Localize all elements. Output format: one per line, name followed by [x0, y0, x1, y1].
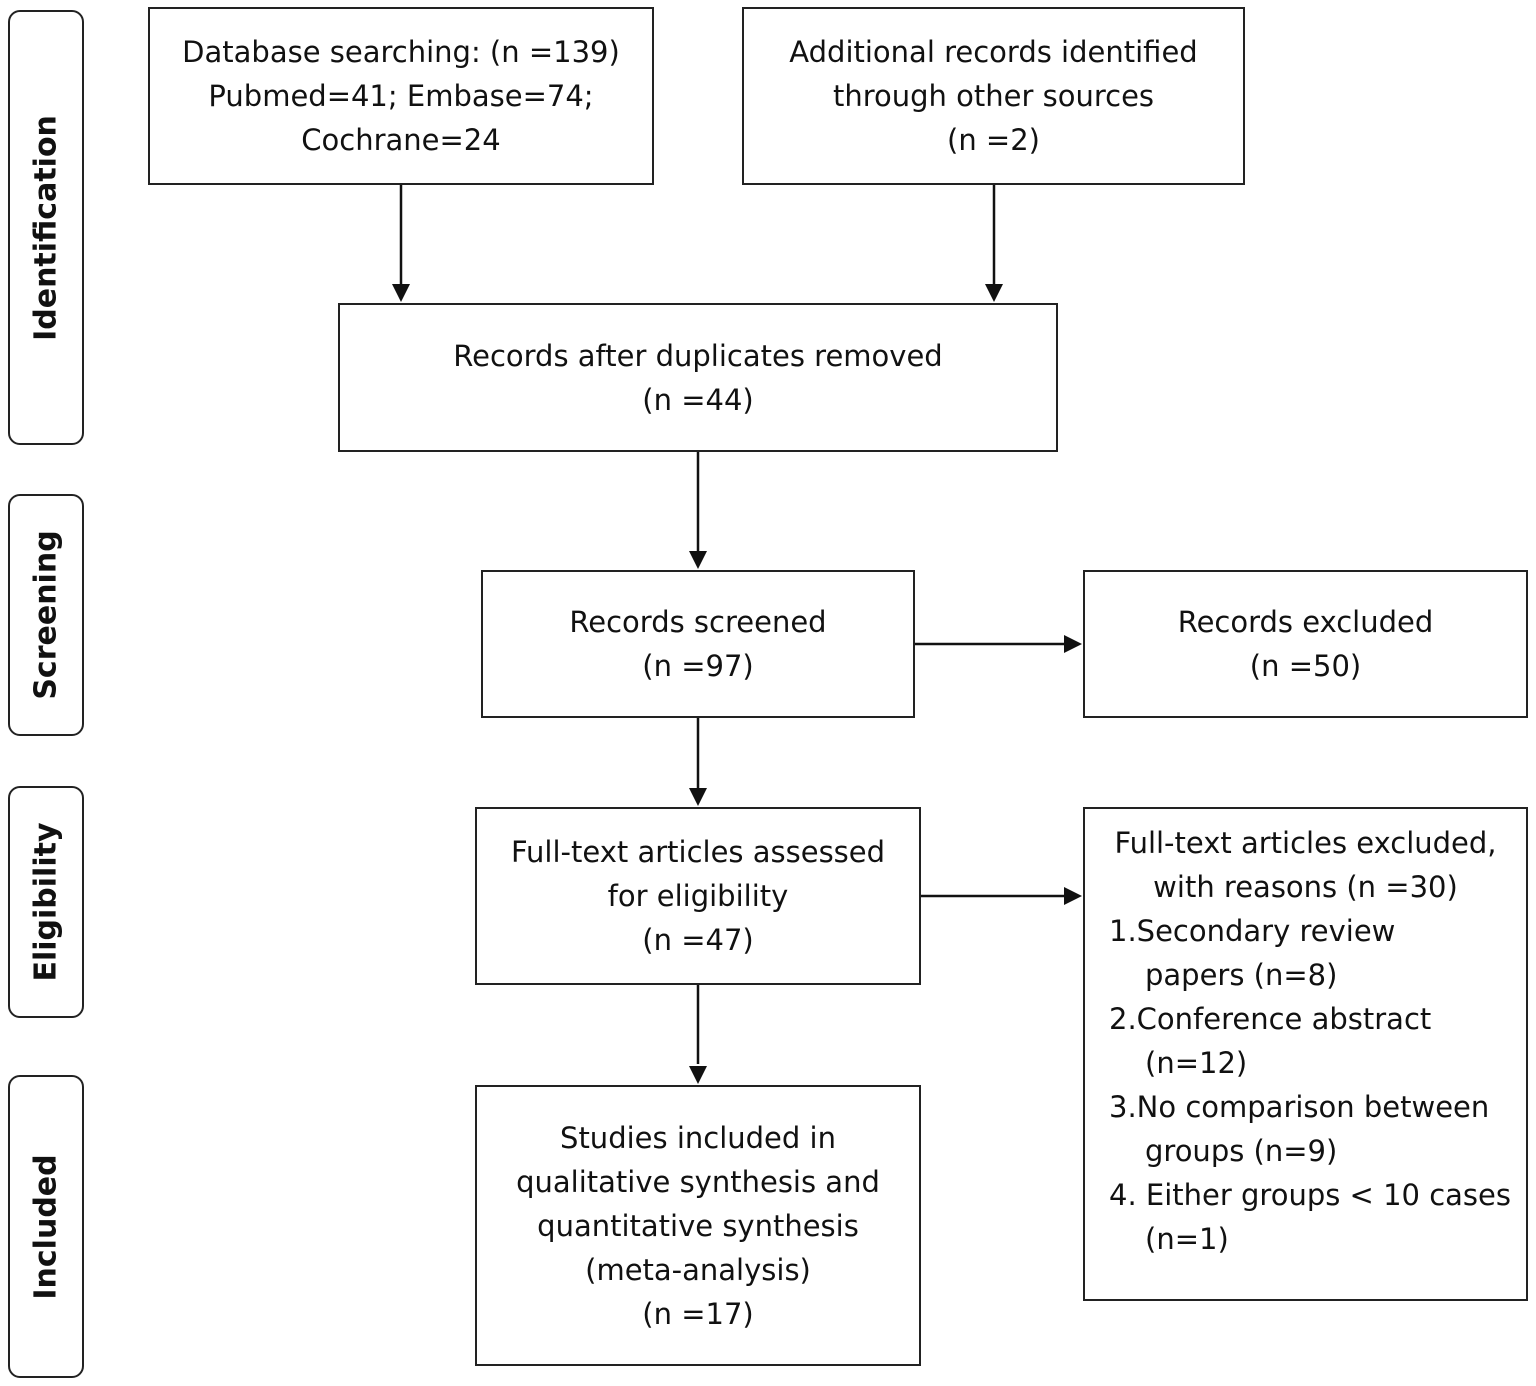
records-screened-line-2: (n =97) [642, 649, 754, 683]
records-excluded-line-1: Records excluded [1177, 605, 1434, 639]
arrowhead-included [689, 1066, 707, 1084]
stage-included: Included [8, 1075, 84, 1378]
studies-included-box: Studies included in qualitative synthesi… [475, 1085, 921, 1366]
stage-screening: Screening [8, 494, 84, 736]
studies-included-line-5: (n =17) [642, 1296, 754, 1331]
stage-eligibility: Eligibility [8, 786, 84, 1018]
records-screened-box: Records screened (n =97) [481, 570, 915, 718]
duplicates-removed-line-2: (n =44) [642, 382, 754, 417]
additional-records-box: Additional records identified through ot… [742, 7, 1245, 185]
arrowhead-excluded [1064, 635, 1082, 653]
database-search-line-3: Cochrane=24 [301, 123, 501, 157]
records-excluded-box: Records excluded (n =50) [1083, 570, 1528, 718]
fulltext-assessed-box: Full-text articles assessed for eligibil… [475, 807, 921, 985]
studies-included-line-3: quantitative synthesis [537, 1208, 859, 1243]
studies-included-line-4: (meta-analysis) [585, 1252, 811, 1287]
arrowhead-screened [689, 551, 707, 569]
additional-records-line-2: through other sources [832, 79, 1155, 113]
stage-identification: Identification [8, 10, 84, 445]
reason-3-line-2: groups (n=9) [1145, 1134, 1338, 1168]
additional-records-line-3: (n =2) [947, 123, 1040, 157]
reason-4-line-2: (n=1) [1145, 1222, 1229, 1256]
database-search-line-2: Pubmed=41; Embase=74; [208, 79, 594, 113]
reason-1-line-1: 1.Secondary review [1109, 914, 1396, 948]
fulltext-excluded-heading-1: Full-text articles excluded, [1114, 826, 1497, 860]
arrowhead-database [392, 284, 410, 302]
fulltext-assessed-line-3: (n =47) [642, 923, 754, 957]
fulltext-excluded-box: Full-text articles excluded, with reason… [1083, 807, 1528, 1301]
arrowhead-fulltext-excluded [1064, 887, 1082, 905]
reason-2-line-2: (n=12) [1145, 1046, 1248, 1080]
studies-included-line-1: Studies included in [560, 1120, 836, 1155]
fulltext-assessed-line-1: Full-text articles assessed [510, 835, 886, 869]
reason-3-line-1: 3.No comparison between [1109, 1090, 1490, 1124]
database-search-line-1: Database searching: (n =139) [182, 35, 620, 69]
reason-4-line-1: 4. Either groups < 10 cases [1109, 1178, 1511, 1212]
studies-included-line-2: qualitative synthesis and [516, 1164, 880, 1199]
records-excluded-line-2: (n =50) [1249, 649, 1362, 683]
duplicates-removed-box: Records after duplicates removed (n =44) [338, 303, 1058, 452]
database-search-box: Database searching: (n =139) Pubmed=41; … [148, 7, 654, 185]
reason-1-line-2: papers (n=8) [1145, 958, 1338, 992]
fulltext-excluded-heading-2: with reasons (n =30) [1153, 870, 1458, 904]
reason-2-line-1: 2.Conference abstract [1109, 1002, 1432, 1036]
records-screened-line-1: Records screened [569, 605, 827, 639]
additional-records-line-1: Additional records identified [789, 35, 1198, 69]
duplicates-removed-line-1: Records after duplicates removed [453, 338, 943, 373]
fulltext-assessed-line-2: for eligibility [607, 879, 789, 913]
arrowhead-fulltext [689, 788, 707, 806]
arrowhead-additional [985, 284, 1003, 302]
